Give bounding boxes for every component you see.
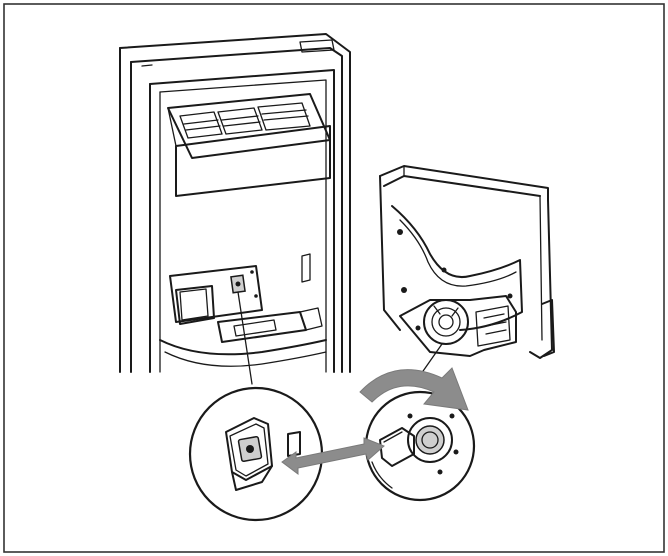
curved-arrow-icon <box>359 367 469 411</box>
air-vent <box>167 93 331 197</box>
refrigerator-door <box>119 33 351 373</box>
door-hinge-tab <box>301 253 311 283</box>
ice-bucket <box>379 165 555 359</box>
door-bottom-lip-inner <box>164 351 327 367</box>
leader-line-left <box>237 291 253 385</box>
zoom-detail-hub <box>364 390 476 502</box>
double-arrow-icon <box>281 437 385 475</box>
door-bottom-lip <box>159 339 327 356</box>
zoom-detail-bracket <box>188 386 324 522</box>
motor-mount-plate <box>169 265 323 343</box>
